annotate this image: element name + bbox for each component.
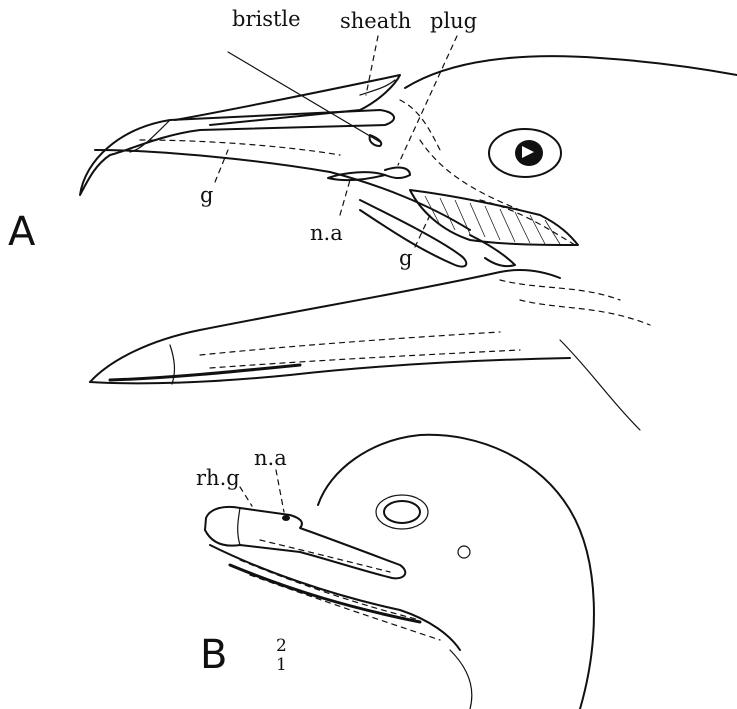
panel-a-drawing [80, 36, 737, 430]
panel-b-drawing [205, 435, 594, 709]
label-sheath: sheath [340, 9, 411, 33]
rictus-a [410, 190, 578, 245]
ear-b [458, 546, 470, 558]
label-g-left: g [200, 183, 213, 207]
label-na-a: n.a [310, 221, 343, 245]
pupil-a [515, 140, 543, 166]
lower-mandible-a [90, 270, 560, 382]
scale-numerator: 2 [276, 636, 287, 656]
label-g-right: g [399, 246, 412, 270]
head-outline-b [318, 435, 594, 709]
panel-letter-b: B [200, 632, 227, 678]
label-na-b: n.a [254, 446, 287, 470]
label-plug: plug [430, 9, 477, 33]
label-bristle: bristle [232, 7, 301, 31]
head-outline-a [405, 56, 737, 88]
plug [385, 168, 410, 179]
scale-denominator: 1 [276, 655, 287, 675]
neck-outline-a [560, 340, 640, 430]
label-rhg: rh.g [196, 466, 240, 490]
nostril-b [282, 515, 290, 521]
eye-b [384, 501, 420, 523]
panel-letter-a: A [8, 209, 36, 255]
eye-a [489, 129, 561, 177]
